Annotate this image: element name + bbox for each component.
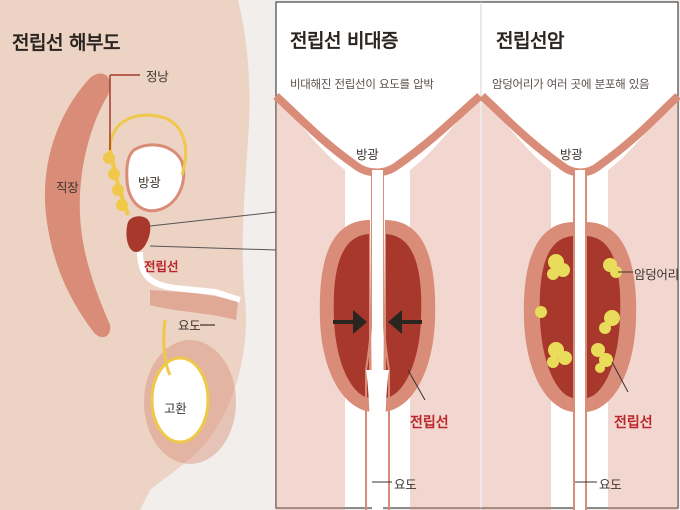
label-bladder-cancer: 방광 bbox=[560, 147, 583, 162]
label-bladder-anatomy: 방광 bbox=[138, 175, 161, 190]
bph-illustration bbox=[273, 92, 483, 510]
seminal-vesicle-dot bbox=[103, 152, 115, 164]
anatomy-panel bbox=[0, 0, 277, 510]
tumor-clusters bbox=[535, 254, 622, 373]
label-testis: 고환 bbox=[164, 401, 187, 416]
label-bladder-bph: 방광 bbox=[356, 147, 379, 162]
testis-shape bbox=[150, 356, 210, 444]
anatomy-title: 전립선 해부도 bbox=[12, 32, 121, 54]
label-prostate-anatomy: 전립선 bbox=[144, 259, 179, 274]
bph-subtitle: 비대해진 전립선이 요도를 압박 bbox=[290, 77, 434, 91]
bph-lobe-left bbox=[333, 234, 369, 398]
zoom-callout-line-top bbox=[149, 211, 277, 227]
label-seminal-vesicle: 정낭 bbox=[146, 69, 169, 84]
label-urethra-bph: 요도 bbox=[394, 477, 417, 492]
seminal-tube bbox=[108, 113, 188, 176]
label-urethra-anatomy: 요도 bbox=[178, 318, 201, 333]
bph-urethra bbox=[372, 170, 383, 510]
cancer-title: 전립선암 bbox=[496, 30, 564, 52]
bph-lobe-right bbox=[386, 234, 422, 398]
cancer-subtitle: 암덩어리가 여러 곳에 분포해 있음 bbox=[492, 77, 650, 91]
bladder-shape bbox=[125, 143, 186, 213]
compression-arrow-left bbox=[333, 310, 367, 334]
label-prostate-bph: 전립선 bbox=[410, 415, 449, 431]
compression-arrow-right bbox=[388, 310, 422, 334]
rectum-shape bbox=[44, 73, 111, 338]
label-rectum: 직장 bbox=[56, 180, 79, 195]
label-prostate-cancer: 전립선 bbox=[614, 415, 653, 431]
cancer-urethra bbox=[574, 170, 586, 510]
bph-title: 전립선 비대증 bbox=[290, 30, 399, 52]
urethra-path bbox=[137, 251, 241, 303]
zoom-panel bbox=[273, 1, 680, 510]
label-tumor: 암덩어리 bbox=[634, 267, 679, 282]
label-urethra-cancer: 요도 bbox=[599, 477, 622, 492]
cancer-illustration bbox=[479, 93, 680, 510]
prostate-shape bbox=[126, 216, 151, 252]
zoom-callout-line-bottom bbox=[149, 245, 277, 251]
